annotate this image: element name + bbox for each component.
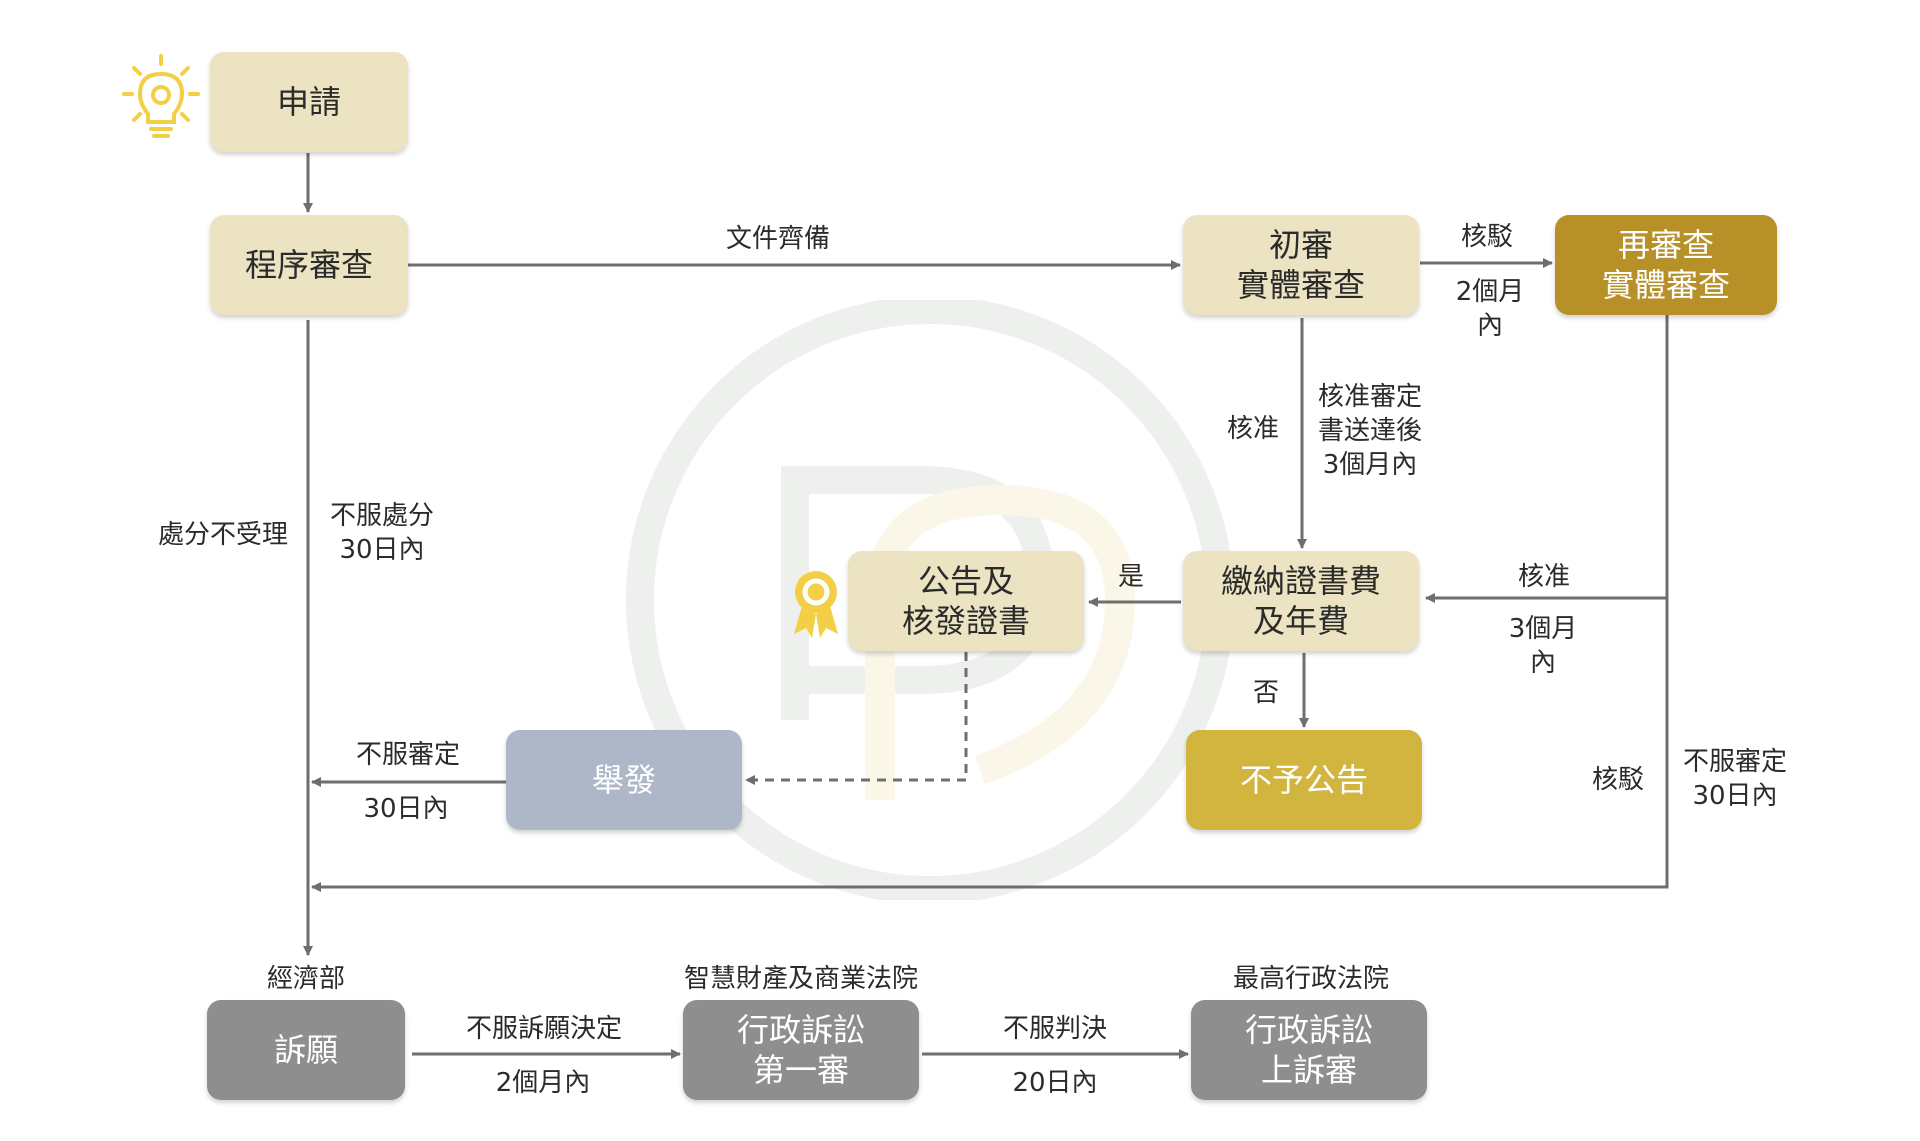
arrow-reexam-to-pay <box>1425 315 1669 603</box>
label-approve-2: 核准 <box>1517 562 1571 592</box>
pay-fee-box: 繳納證書費 及年費 <box>1183 551 1419 651</box>
label-yes: 是 <box>1117 562 1145 592</box>
label-reject-2: 核駁 <box>1591 765 1645 795</box>
label-disagree-judgment: 不服判決 <box>1002 1014 1108 1044</box>
invalidation-box: 舉發 <box>506 730 742 830</box>
label-three-months: 3個月 內 <box>1508 614 1578 678</box>
label-disagree-review: 不服審定 <box>355 740 461 770</box>
no-announce-box: 不予公告 <box>1186 730 1422 830</box>
label-docs-ready: 文件齊備 <box>725 224 831 254</box>
label-disagree-petition: 不服訴願決定 <box>465 1014 623 1044</box>
label-thirty-days-review: 30日內 <box>363 794 449 824</box>
admin-first-box: 行政訴訟 第一審 <box>683 1000 919 1100</box>
label-no: 否 <box>1252 678 1280 708</box>
announce-box: 公告及 核發證書 <box>848 551 1084 651</box>
label-ip-court: 智慧財產及商業法院 <box>683 964 919 994</box>
label-twenty-days: 20日內 <box>1012 1068 1098 1098</box>
petition-box: 訴願 <box>207 1000 405 1100</box>
label-two-months-1: 2個月 內 <box>1455 277 1525 341</box>
award-ribbon-icon <box>794 571 838 638</box>
label-disagree-decision: 不服審定 30日內 <box>1682 747 1788 811</box>
label-approve-note: 核准審定 書送達後 3個月內 <box>1317 382 1423 480</box>
label-disagree-disposition: 不服處分 30日內 <box>329 501 435 565</box>
formal-review-box: 程序審查 <box>210 215 408 315</box>
label-approve-1: 核准 <box>1226 414 1280 444</box>
lightbulb-icon <box>122 54 200 138</box>
apply-box: 申請 <box>210 52 408 152</box>
initial-exam-box: 初審 實體審查 <box>1183 215 1419 315</box>
label-supreme-admin-court: 最高行政法院 <box>1232 964 1390 994</box>
label-moea: 經濟部 <box>266 964 346 994</box>
admin-appeal-box: 行政訴訟 上訴審 <box>1191 1000 1427 1100</box>
label-not-accepted: 處分不受理 <box>157 520 289 550</box>
label-two-months-2: 2個月內 <box>495 1068 591 1098</box>
re-exam-box: 再審查 實體審查 <box>1555 215 1777 315</box>
arrow-reexam-reject-to-main <box>311 598 1669 892</box>
label-reject-1: 核駁 <box>1460 222 1514 252</box>
arrow-announce-to-invalidation <box>745 652 968 785</box>
